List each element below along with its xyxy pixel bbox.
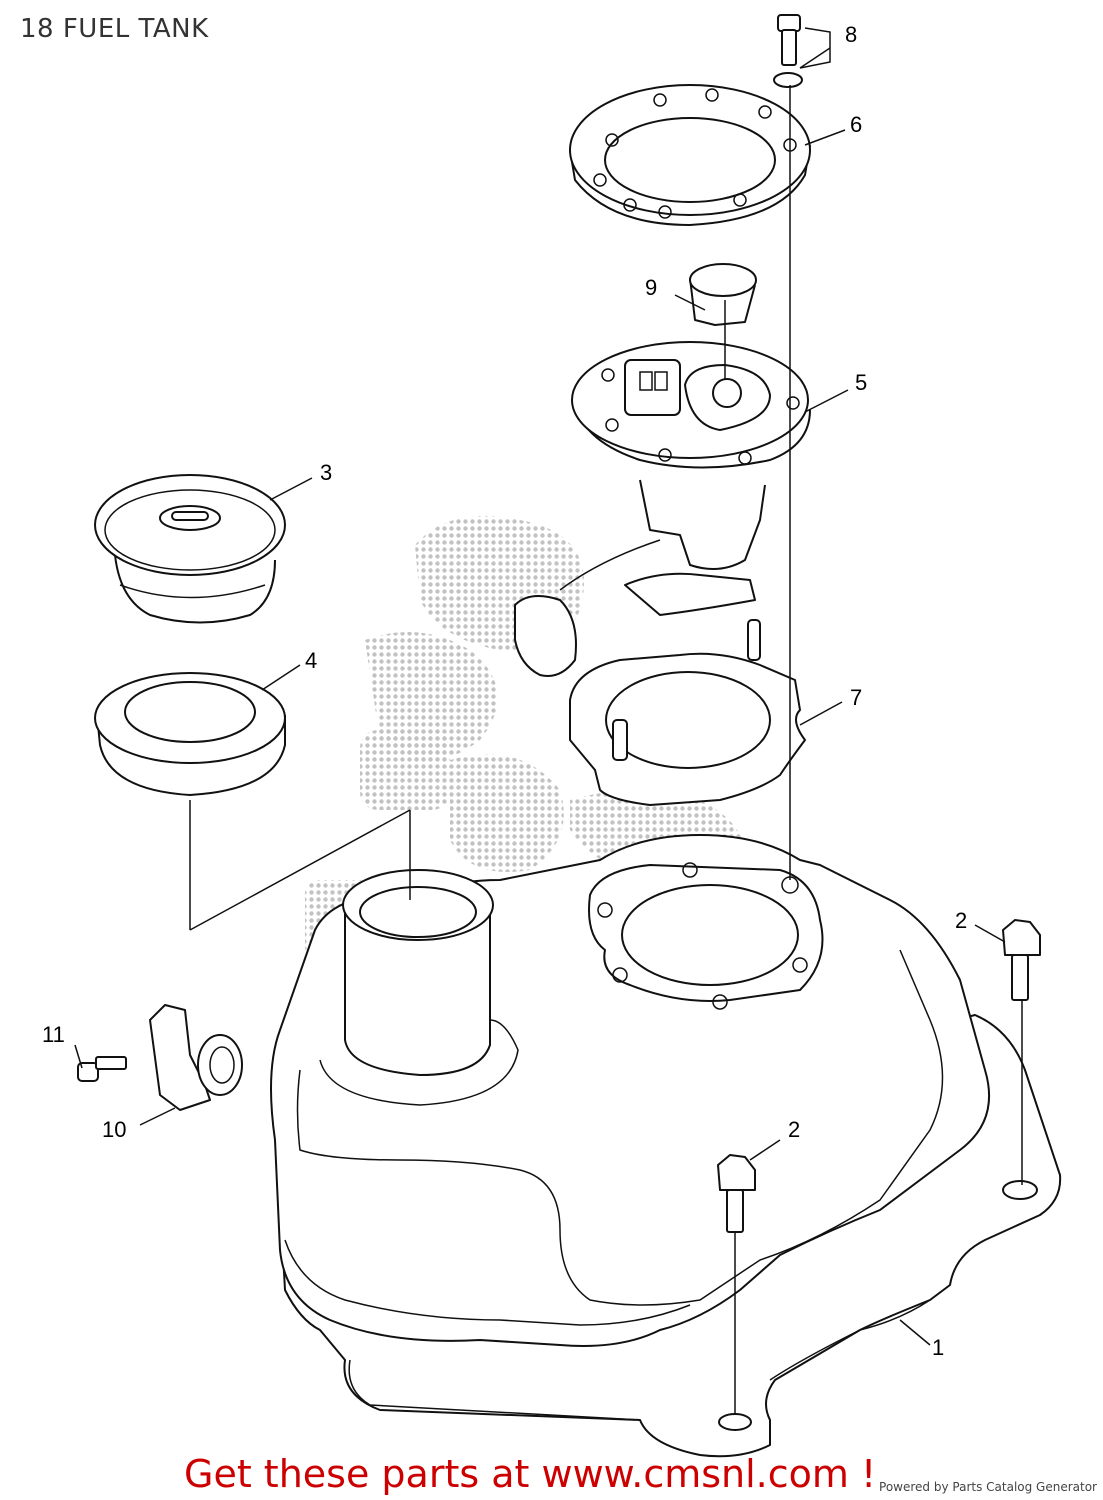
part-3-filler-cap [94, 474, 286, 624]
callout-8: 8 [845, 22, 857, 47]
callout-10: 10 [102, 1117, 126, 1142]
cta-link[interactable]: Get these parts at www.cmsnl.com ! [184, 1452, 877, 1496]
callout-1: 1 [932, 1335, 944, 1360]
callout-2a: 2 [955, 908, 967, 933]
part-1-fuel-tank [270, 834, 1062, 1458]
callout-4: 4 [305, 648, 317, 673]
part-4-filler-gasket [94, 672, 286, 796]
part-7-pump-gasket [569, 619, 806, 806]
callout-3: 3 [320, 460, 332, 485]
part-5-fuel-pump [514, 341, 811, 677]
alignment-lines [189, 85, 1023, 1415]
callout-7: 7 [850, 685, 862, 710]
leader-lines [74, 27, 1006, 1346]
callout-9: 9 [645, 275, 657, 300]
part-8-bolt [773, 14, 803, 88]
callout-11: 11 [42, 1022, 65, 1047]
part-10-clamp [149, 1004, 243, 1111]
part-6-retaining-ring [569, 84, 811, 226]
callout-5: 5 [855, 370, 867, 395]
callout-6: 6 [850, 112, 862, 137]
part-2-bolt-a [1002, 919, 1041, 1001]
powered-by-label: Powered by Parts Catalog Generator [879, 1480, 1097, 1494]
part-11-screw [77, 1056, 127, 1082]
diagram-title: 18 FUEL TANK [20, 14, 209, 44]
part-9-cap [689, 263, 757, 326]
callout-2b: 2 [788, 1117, 800, 1142]
